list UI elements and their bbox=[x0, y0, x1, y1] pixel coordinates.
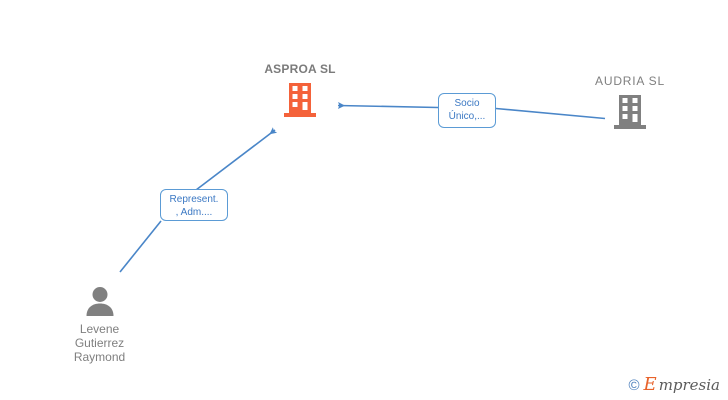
building-icon bbox=[283, 82, 317, 118]
building-icon bbox=[613, 94, 647, 130]
node-person[interactable]: Levene Gutierrez Raymond bbox=[42, 286, 157, 364]
edge-label-representante-line-2: , Adm.... bbox=[175, 207, 213, 218]
node-audria-label: AUDRIA SL bbox=[595, 74, 665, 88]
edge-audria-to-asproa bbox=[337, 102, 606, 120]
person-icon bbox=[83, 286, 117, 316]
watermark-brand-name: mpresia bbox=[658, 375, 720, 394]
node-person-label-line-3: Raymond bbox=[73, 350, 126, 364]
node-person-label-line-1: Levene bbox=[79, 322, 120, 336]
node-asproa-label: ASPROA SL bbox=[264, 62, 336, 76]
edge-label-socio-unico-line-2: Único,... bbox=[448, 111, 486, 122]
node-person-label-line-2: Gutierrez bbox=[74, 336, 125, 350]
watermark: © E mpresia bbox=[628, 376, 720, 394]
node-asproa[interactable]: ASPROA SL bbox=[243, 62, 357, 118]
edge-person-to-asproa bbox=[119, 127, 278, 273]
edge-label-representante-line-1: Represent. bbox=[169, 194, 219, 205]
node-audria[interactable]: AUDRIA SL bbox=[573, 74, 687, 130]
edge-label-representante[interactable]: Represent. , Adm.... bbox=[160, 189, 228, 221]
watermark-brand-initial: E bbox=[643, 374, 657, 395]
copyright-icon: © bbox=[628, 376, 640, 394]
edge-label-socio-unico[interactable]: Socio Único,... bbox=[438, 93, 496, 128]
edge-label-socio-unico-line-1: Socio bbox=[454, 98, 480, 109]
